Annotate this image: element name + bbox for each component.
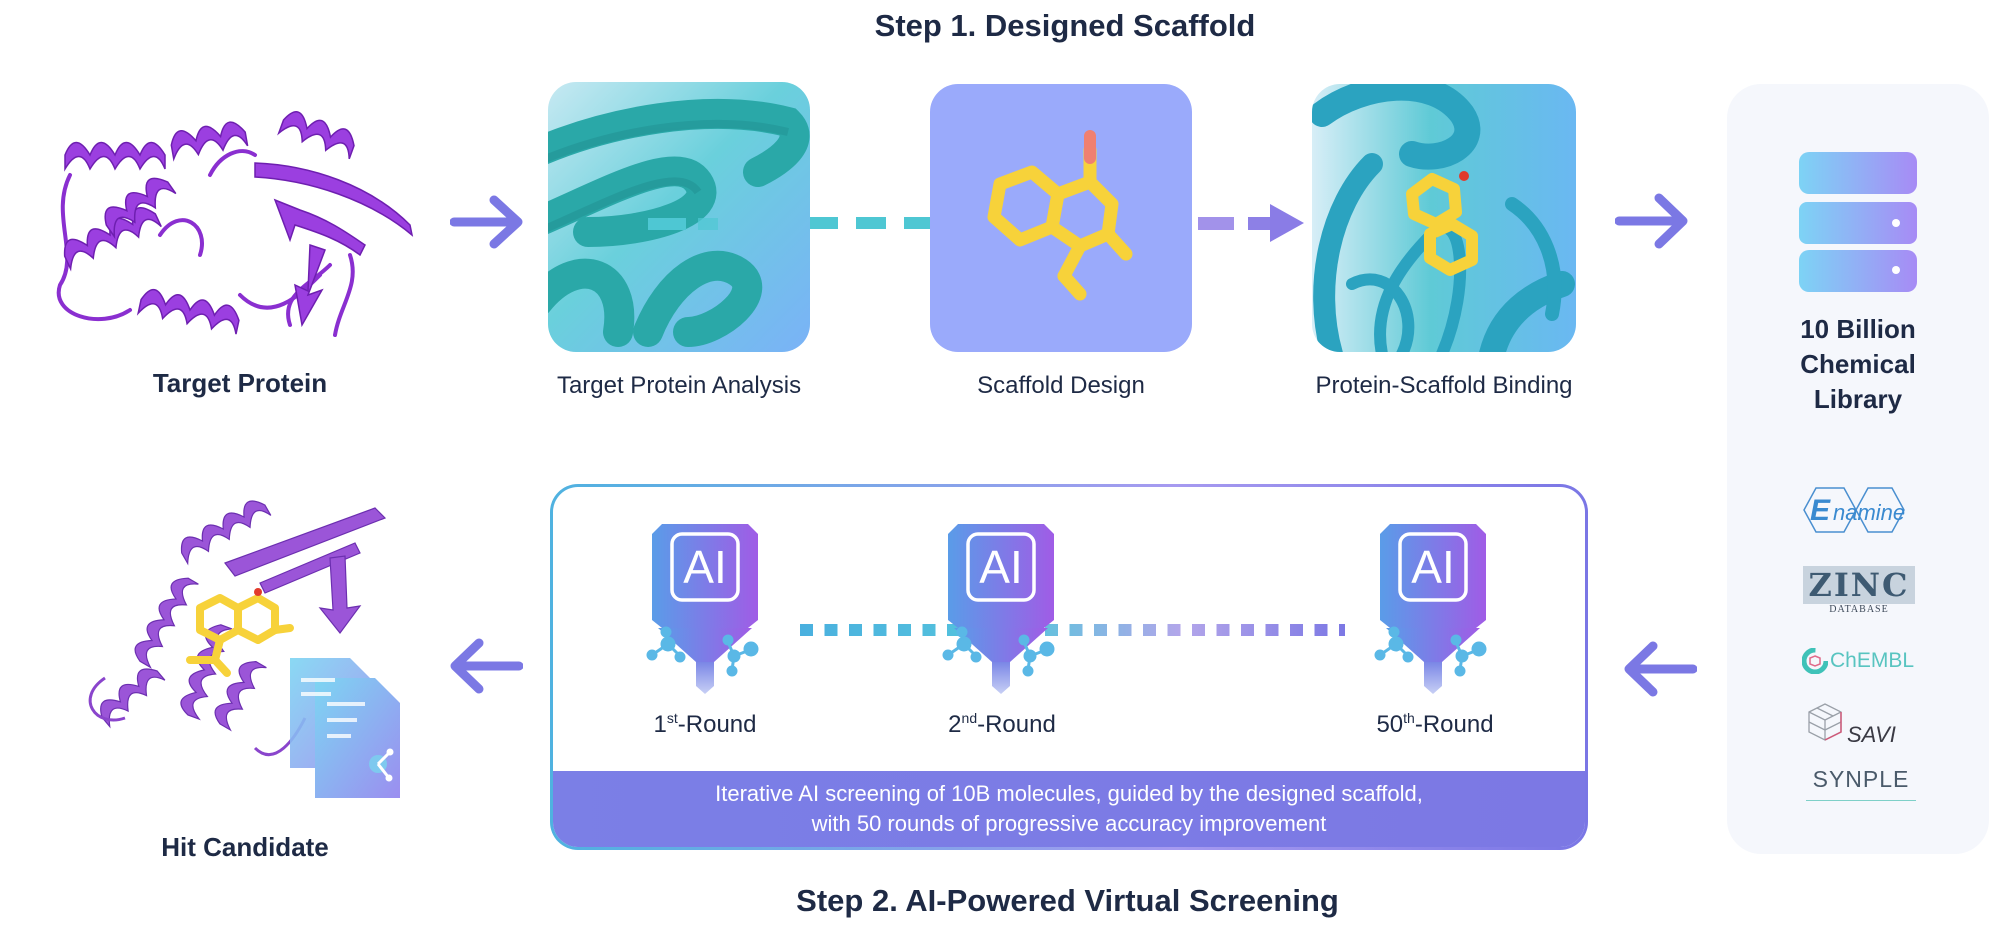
screening-description: Iterative AI screening of 10B molecules,… (553, 771, 1585, 847)
arrow-left-icon (450, 638, 523, 694)
scaffold-molecule-icon (987, 130, 1133, 301)
chembl-logo: ChEMBL (1802, 646, 1922, 676)
description-line1: Iterative AI screening of 10B molecules,… (715, 781, 1423, 806)
round-label-1: 1st-Round (653, 710, 757, 738)
library-title-line3: Library (1813, 384, 1903, 414)
arrow-right-icon (450, 195, 523, 249)
description-line2: with 50 rounds of progressive accuracy i… (811, 811, 1327, 836)
target-protein-illustration (56, 111, 414, 337)
step1-title: Step 1. Designed Scaffold (874, 8, 1256, 43)
round-label-2: 2nd-Round (948, 710, 1056, 738)
arrow-right-icon (1615, 193, 1688, 249)
scaffold-design-tile (930, 84, 1192, 352)
stage-label-scaffold-design: Scaffold Design (977, 372, 1145, 399)
protein-coil-illustration (548, 98, 810, 347)
dashed-connector (810, 217, 932, 229)
hit-candidate-label: Hit Candidate (161, 832, 329, 862)
step2-title: Step 2. AI-Powered Virtual Screening (796, 883, 1339, 918)
ai-chip-round-1: AI (630, 510, 780, 695)
chembl-logo-icon (1802, 648, 1828, 674)
target-protein-label: Target Protein (152, 368, 328, 398)
svg-text:E: E (1810, 494, 1831, 527)
library-title-line1: 10 Billion (1800, 314, 1916, 344)
stage-label-protein-scaffold-binding: Protein-Scaffold Binding (1315, 372, 1573, 399)
svg-text:SAVI: SAVI (1847, 722, 1896, 747)
round-label-50: 50th-Round (1376, 710, 1494, 738)
binding-complex-illustration (1312, 84, 1575, 352)
hit-candidate-illustration (88, 500, 400, 798)
enamine-logo: E namine (1800, 482, 1920, 538)
library-title: 10 Billion Chemical Library (1727, 312, 1989, 417)
zinc-database-logo: ZINC DATABASE (1803, 566, 1915, 622)
stage-label-target-protein-analysis: Target Protein Analysis (556, 372, 802, 399)
rounds-dotted-connector (800, 622, 1345, 638)
protein-scaffold-binding-tile (1312, 84, 1576, 352)
database-icon (1799, 152, 1917, 292)
svg-text:namine: namine (1833, 500, 1905, 525)
ai-chip-round-50: AI (1358, 510, 1508, 695)
ai-chip-round-2: AI (926, 510, 1076, 695)
target-protein-analysis-tile (548, 82, 810, 352)
dashed-arrow-icon (1198, 204, 1304, 242)
arrow-left-icon (1624, 641, 1697, 697)
library-title-line2: Chemical (1800, 349, 1916, 379)
savi-logo: SAVI (1805, 700, 1925, 750)
synple-logo: SYNPLE (1806, 766, 1916, 801)
